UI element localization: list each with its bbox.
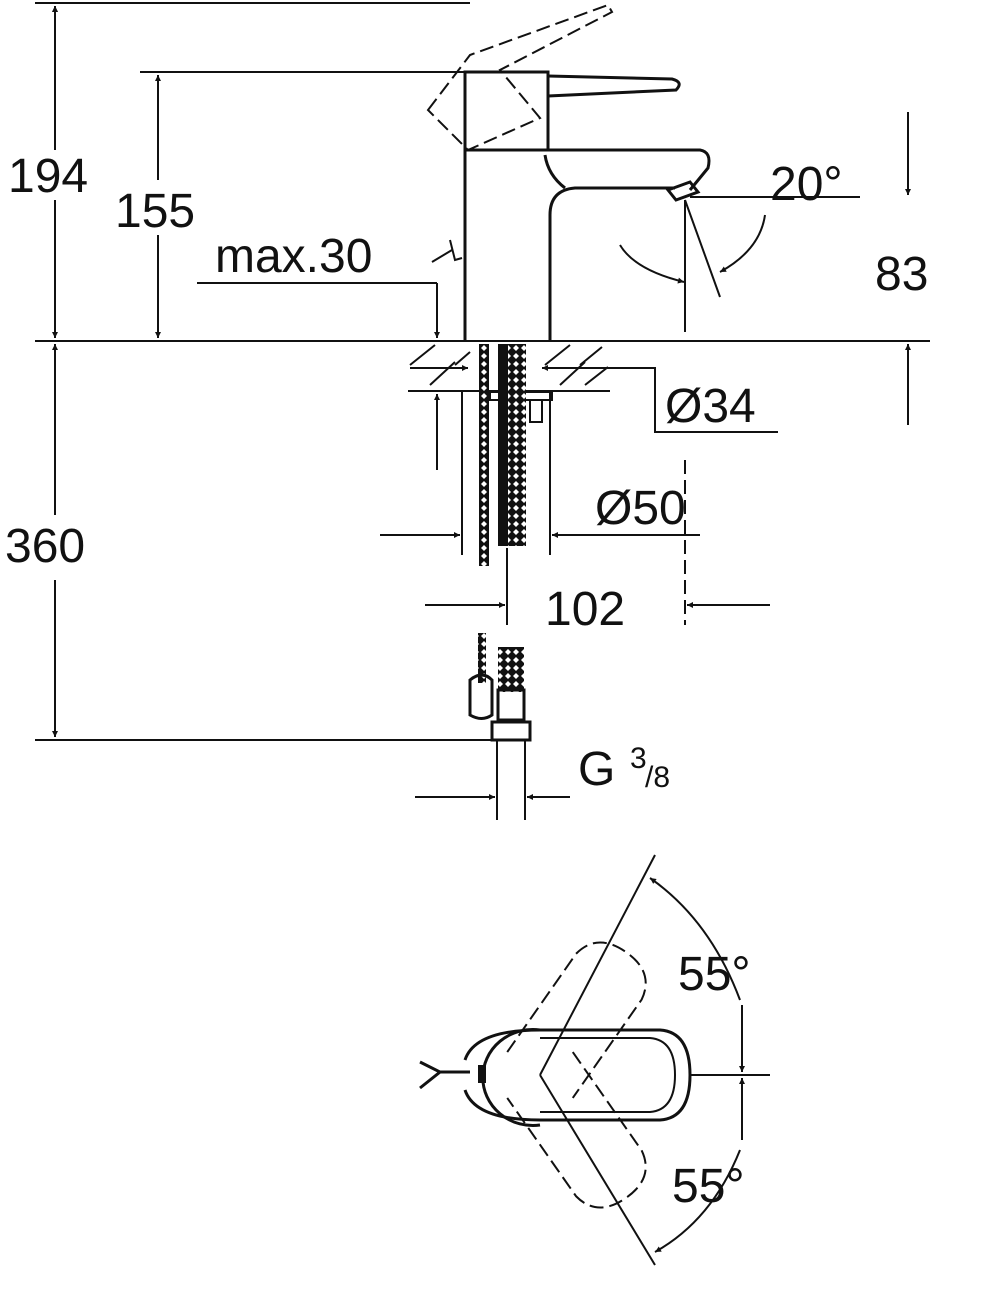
reference-lines: [35, 2, 930, 741]
dimension-label-83: 83: [875, 248, 928, 301]
leader-d34: [545, 367, 778, 433]
dimension-label-20deg: 20°: [770, 158, 843, 211]
dimension-label-g-denominator: /8: [645, 761, 670, 794]
dimension-20deg: [619, 196, 860, 332]
angle-label-lower-55: 55°: [672, 1160, 745, 1213]
dimension-label-max30: max.30: [215, 230, 372, 283]
dimension-label-g-numerator: 3: [630, 742, 647, 775]
dimension-label-g: G: [578, 743, 615, 796]
dimension-102: [425, 460, 770, 625]
dimension-label-155: 155: [115, 185, 195, 238]
supply-hoses: [468, 344, 532, 820]
dimension-label-194: 194: [8, 150, 88, 203]
dimension-label-102: 102: [545, 583, 625, 636]
dimension-label-d34: Ø34: [665, 380, 756, 433]
angle-label-upper-55: 55°: [678, 948, 751, 1001]
dimension-max30: [197, 282, 440, 470]
dimension-label-360: 360: [5, 520, 85, 573]
dimension-label-d50: Ø50: [595, 482, 686, 535]
faucet-side-view: [426, 3, 711, 341]
faucet-top-view: [419, 854, 770, 1266]
dimension-d50: [380, 392, 700, 555]
